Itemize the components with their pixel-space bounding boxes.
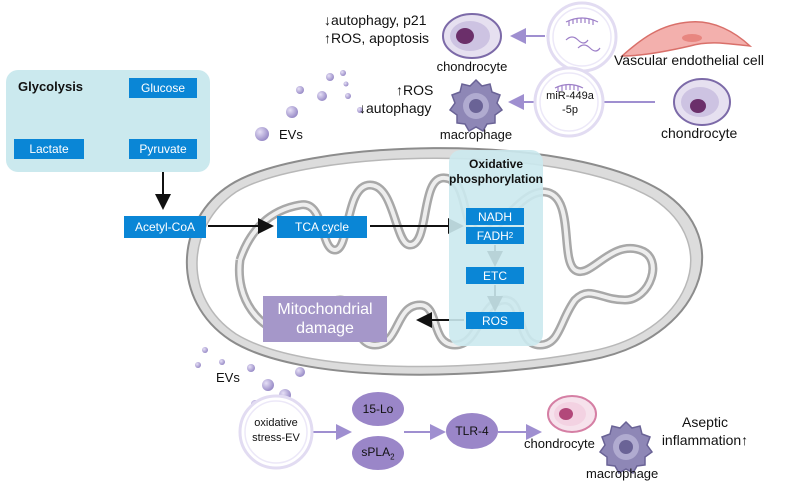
vascular-endothelial-cell-label: Vascular endothelial cell (614, 52, 764, 68)
oxidative-stress-ev-line2: stress-EV (252, 432, 300, 444)
glucose-box: Glucose (129, 78, 197, 98)
middle-effects-line2: ↓autophagy (359, 100, 432, 116)
oxidative-stress-ev-line1: oxidative (254, 417, 298, 429)
mirna-label-line1: miR-449a (546, 90, 594, 102)
top-target-chondrocyte-label: chondrocyte (436, 59, 508, 74)
chondrocyte-cell-bottom (547, 395, 597, 433)
middle-source-chondrocyte-label: chondrocyte (661, 125, 738, 141)
lo15-node: 15-Lo (352, 392, 404, 426)
spla2-base: sPLA (361, 444, 391, 459)
evs-label-upper: EVs (279, 127, 303, 142)
lo15-label: 15-Lo (362, 402, 394, 416)
mitochondrial-damage-box: Mitochondrial damage (263, 296, 387, 342)
bottom-target-macrophage-label: macrophage (586, 466, 659, 481)
vascular-endothelial-cell (620, 21, 753, 57)
mirna-icon-middle (554, 83, 584, 92)
macrophage-cell-middle (448, 78, 504, 133)
aseptic-inflammation-line2: inflammation↑ (661, 432, 749, 448)
middle-target-macrophage-label: macrophage (439, 127, 513, 142)
pyruvate-box: Pyruvate (129, 139, 197, 159)
oxphos-title-line1: Oxidative (468, 157, 524, 171)
spla2-label: sPLA2 (361, 445, 394, 461)
middle-effects-line1: ↑ROS (396, 82, 434, 98)
acetyl-coa-box: Acetyl-CoA (124, 216, 206, 238)
mirna-label-line2: -5p (562, 104, 578, 116)
fadh-subscript: 2 (508, 231, 514, 240)
tlr4-label: TLR-4 (455, 424, 489, 438)
lactate-box: Lactate (14, 139, 84, 159)
macrophage-cell-bottom (598, 420, 654, 475)
chondrocyte-cell-middle (673, 78, 731, 126)
top-effects-line1: ↓autophagy, p21 (324, 12, 427, 28)
ros-box: ROS (466, 312, 524, 329)
tlr4-node: TLR-4 (446, 413, 498, 449)
glycolysis-title: Glycolysis (18, 79, 84, 94)
chondrocyte-cell-top (442, 13, 502, 59)
oxphos-title-line2: phosphorylation (449, 172, 543, 186)
evs-label-lower: EVs (216, 370, 240, 385)
spla2-node: sPLA2 (352, 436, 404, 470)
aseptic-inflammation-line1: Aseptic (682, 414, 728, 430)
spla2-subscript: 2 (390, 452, 395, 462)
mirna-icon-top (565, 17, 601, 52)
bottom-target-chondrocyte-label: chondrocyte (524, 436, 595, 451)
tca-cycle-box: TCA cycle (277, 216, 367, 238)
fadh-base: FADH (476, 228, 509, 243)
top-effects-line2: ↑ROS, apoptosis (324, 30, 430, 46)
nadh-box: NADH (466, 208, 524, 225)
ev-vesicles-upper (255, 70, 363, 141)
etc-box: ETC (466, 267, 524, 284)
